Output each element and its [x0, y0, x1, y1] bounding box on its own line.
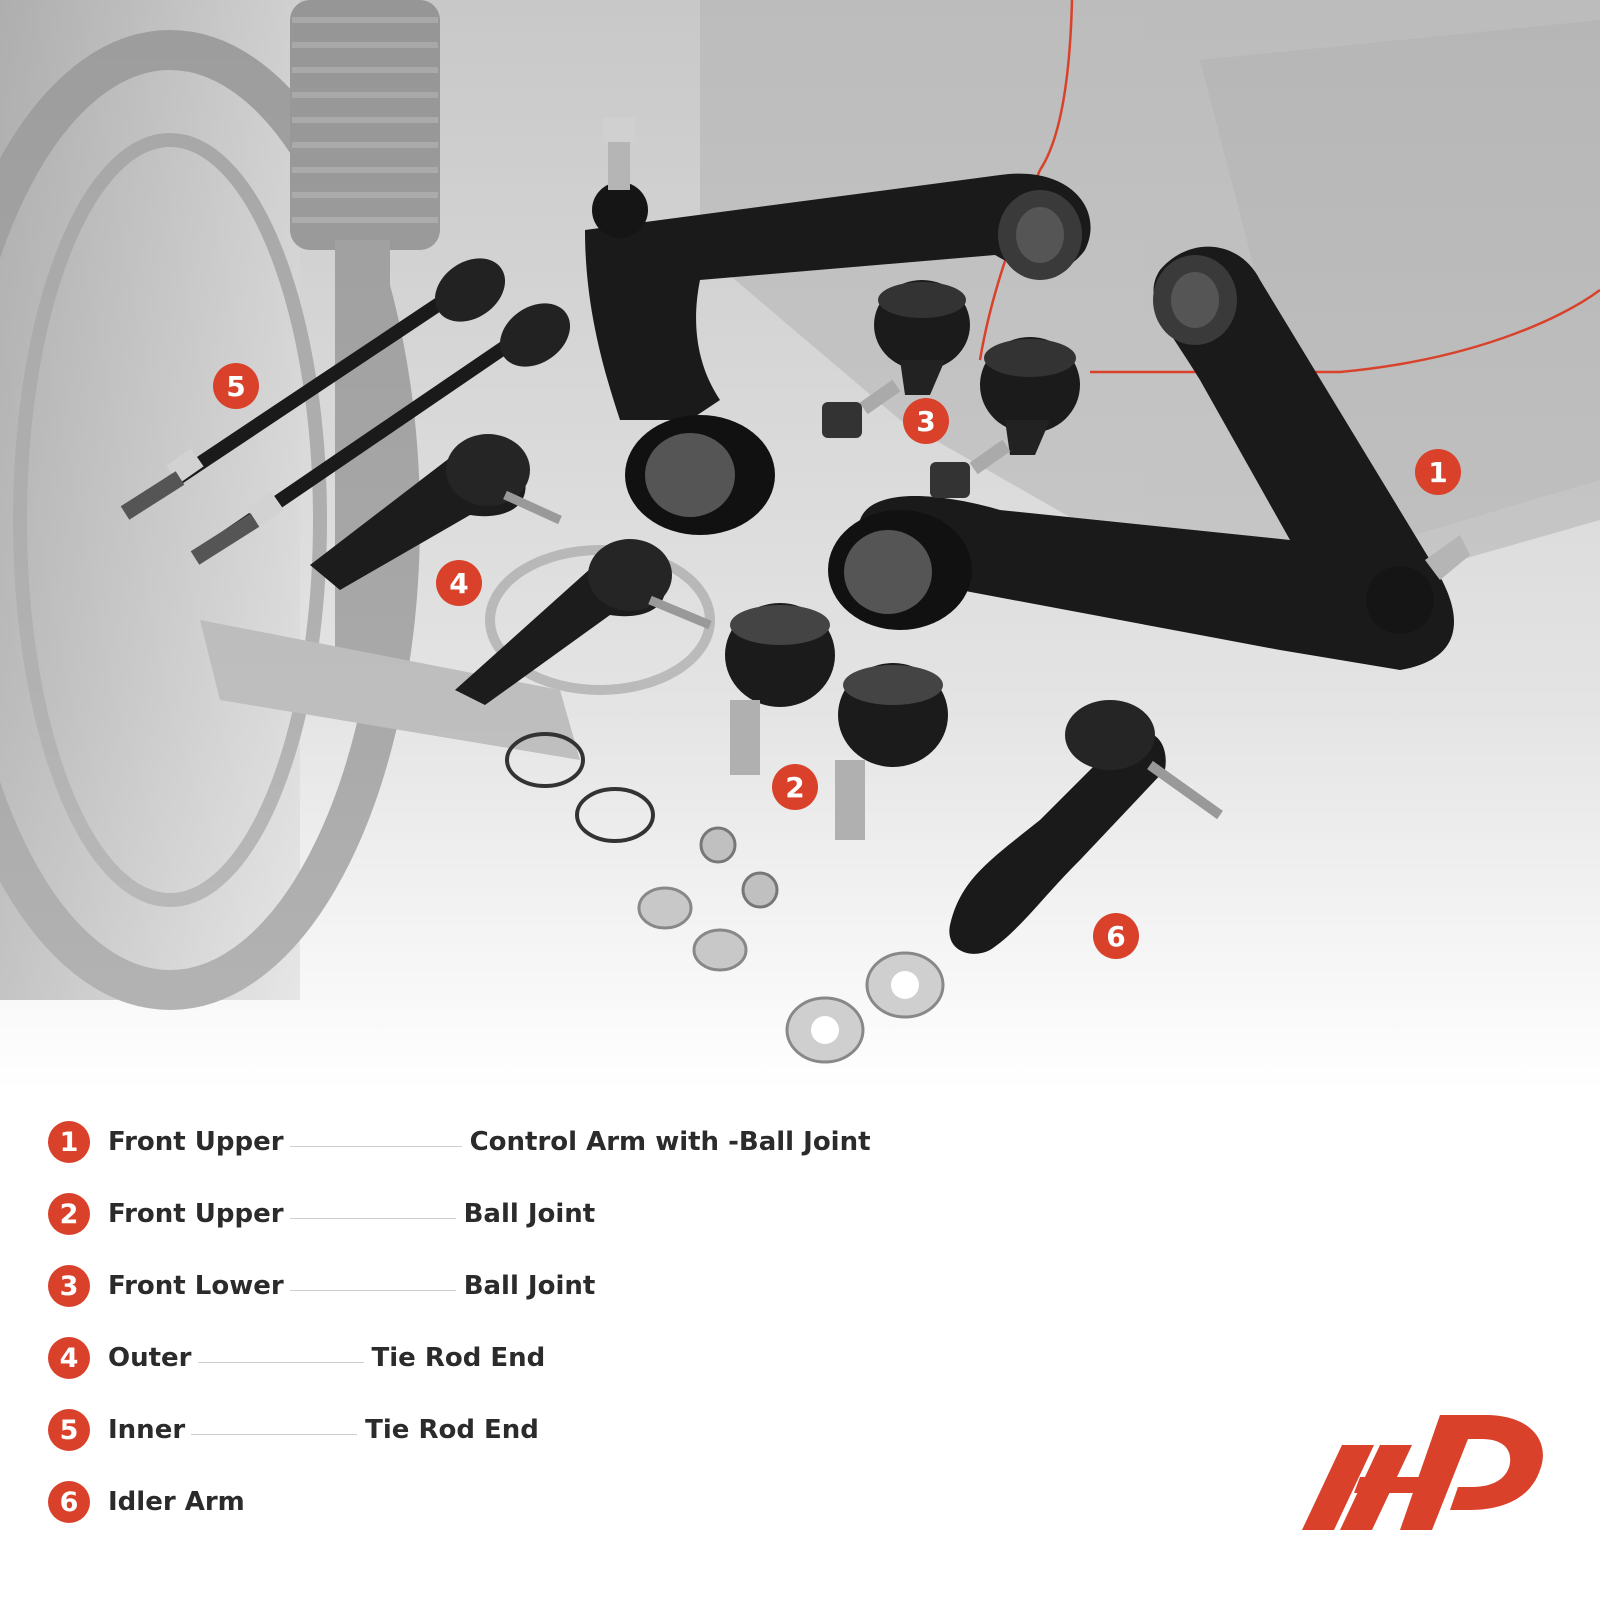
legend-item-4-position: Outer	[108, 1343, 192, 1373]
inner-tie-rods	[120, 258, 571, 565]
legend-number-5: 5	[48, 1409, 90, 1451]
legend-item-4: 4 Outer Tie Rod End	[48, 1336, 545, 1380]
legend-number-1: 1	[48, 1121, 90, 1163]
legend-item-5-position: Inner	[108, 1415, 186, 1445]
callout-marker-2: 2	[772, 764, 818, 810]
outer-tie-rod-ends	[310, 434, 712, 705]
legend-item-6: 6 Idler Arm	[48, 1480, 245, 1524]
legend-leader-line	[289, 1289, 456, 1291]
legend-item-5-part: Tie Rod End	[365, 1415, 539, 1445]
legend-item-4-part: Tie Rod End	[371, 1343, 546, 1373]
callout-marker-3: 3	[903, 398, 949, 444]
legend-item-1-part: Control Arm with -Ball Joint	[469, 1127, 871, 1157]
product-photo	[0, 0, 1600, 1090]
legend-leader-line	[191, 1433, 358, 1435]
legend-item-3-position: Front Lower	[108, 1271, 284, 1301]
legend-number-4: 4	[48, 1337, 90, 1379]
legend-number-2: 2	[48, 1193, 90, 1235]
legend-item-3: 3 Front Lower Ball Joint	[48, 1264, 595, 1308]
legend-leader-line	[197, 1361, 364, 1363]
legend-item-2-position: Front Upper	[108, 1199, 284, 1229]
legend-leader-line	[289, 1145, 462, 1147]
a-premium-logo-icon	[1302, 1415, 1543, 1530]
legend-number-3: 3	[48, 1265, 90, 1307]
upper-control-arm-right	[828, 246, 1470, 671]
legend-item-1-position: Front Upper	[108, 1127, 284, 1157]
legend-item-1: 1 Front Upper Control Arm with -Ball Joi…	[48, 1120, 871, 1164]
upper-control-arm-left	[585, 118, 1091, 535]
legend-item-2-part: Ball Joint	[463, 1199, 596, 1229]
callout-marker-5: 5	[213, 363, 259, 409]
legend-item-6-position: Idler Arm	[108, 1487, 245, 1517]
idler-arm	[949, 700, 1223, 954]
callout-marker-1: 1	[1415, 449, 1461, 495]
lower-ball-joint-b	[930, 337, 1080, 498]
legend-number-6: 6	[48, 1481, 90, 1523]
callout-marker-4: 4	[436, 560, 482, 606]
lower-ball-joint-a	[822, 280, 970, 438]
legend-item-5: 5 Inner Tie Rod End	[48, 1408, 539, 1452]
legend-leader-line	[289, 1217, 456, 1219]
upper-ball-joints	[725, 603, 948, 840]
callout-marker-6: 6	[1093, 913, 1139, 959]
legend-item-2: 2 Front Upper Ball Joint	[48, 1192, 595, 1236]
hardware	[505, 732, 945, 1064]
legend-item-3-part: Ball Joint	[463, 1271, 596, 1301]
